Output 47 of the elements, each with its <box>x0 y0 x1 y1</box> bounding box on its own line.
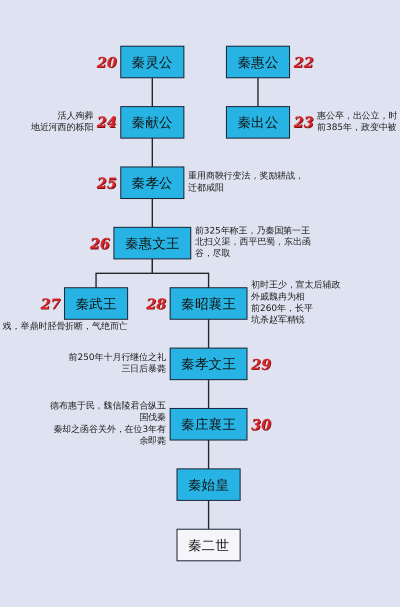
note-text: 三日后暴薨 <box>121 364 166 376</box>
connector-line <box>257 78 259 107</box>
order-number: 22 <box>294 54 314 70</box>
note-text: 坑杀赵军精锐 <box>251 314 305 327</box>
order-number: 30 <box>251 416 272 432</box>
note-text: 前385年，政变中被 <box>317 122 397 134</box>
note-text: 活人殉葬 <box>58 110 94 122</box>
name-box: 秦惠公 <box>226 46 290 78</box>
name-box: 秦灵公 <box>120 46 184 78</box>
note-text: 前260年，长平 <box>251 303 313 315</box>
note-text: 初时王少，宣太后辅政 <box>251 280 340 292</box>
order-number: 26 <box>90 235 110 252</box>
order-number: 29 <box>251 356 272 372</box>
order-number: 20 <box>96 54 117 70</box>
order-number: 24 <box>96 114 117 130</box>
name-box: 秦孝公 <box>120 166 184 200</box>
note-text: 惠公卒，出公立，时 <box>317 110 398 122</box>
name-box: 秦二世 <box>176 528 241 562</box>
order-number: 25 <box>96 174 117 191</box>
note-text: 地近河西的栎阳 <box>30 122 94 134</box>
order-number: 28 <box>146 296 166 312</box>
name-box: 秦始皇 <box>176 468 241 501</box>
name-box: 秦孝文王 <box>170 348 248 380</box>
name-box: 秦武王 <box>64 287 128 320</box>
name-box: 秦昭襄王 <box>170 287 248 320</box>
order-number: 23 <box>294 114 314 130</box>
note-text: 戏，举鼎时胫骨折断，气绝而亡 <box>2 321 128 333</box>
note-text: 前250年十月行继位之礼 <box>68 352 166 364</box>
order-number: 27 <box>40 296 61 312</box>
note-text: 秦却之函谷关外，在位3年有余即薨 <box>52 424 166 448</box>
connector-line <box>208 440 210 469</box>
name-box: 秦献公 <box>120 106 184 139</box>
note-text: 德布惠于民，魏信陵君合纵五国伐秦 <box>49 400 166 424</box>
name-box: 秦出公 <box>226 106 290 139</box>
note-text: 外戚魏冉为相 <box>251 292 305 304</box>
note-text: 前325年称王，乃秦国第一王 <box>194 226 310 237</box>
connector-line <box>152 198 153 228</box>
connector-line <box>208 500 210 530</box>
connector-line <box>152 138 153 167</box>
connector-line <box>152 258 210 288</box>
note-text: 北扫义渠，西平巴蜀，东出函谷，尽取 <box>194 237 312 260</box>
connector-line <box>208 380 210 408</box>
connector-line <box>152 78 153 107</box>
connector-line <box>208 319 210 348</box>
name-box: 秦惠文王 <box>113 226 192 260</box>
name-box: 秦庄襄王 <box>170 408 248 441</box>
note-text: 重用商鞅行变法，奖励耕战，迁都咸阳 <box>188 171 305 194</box>
